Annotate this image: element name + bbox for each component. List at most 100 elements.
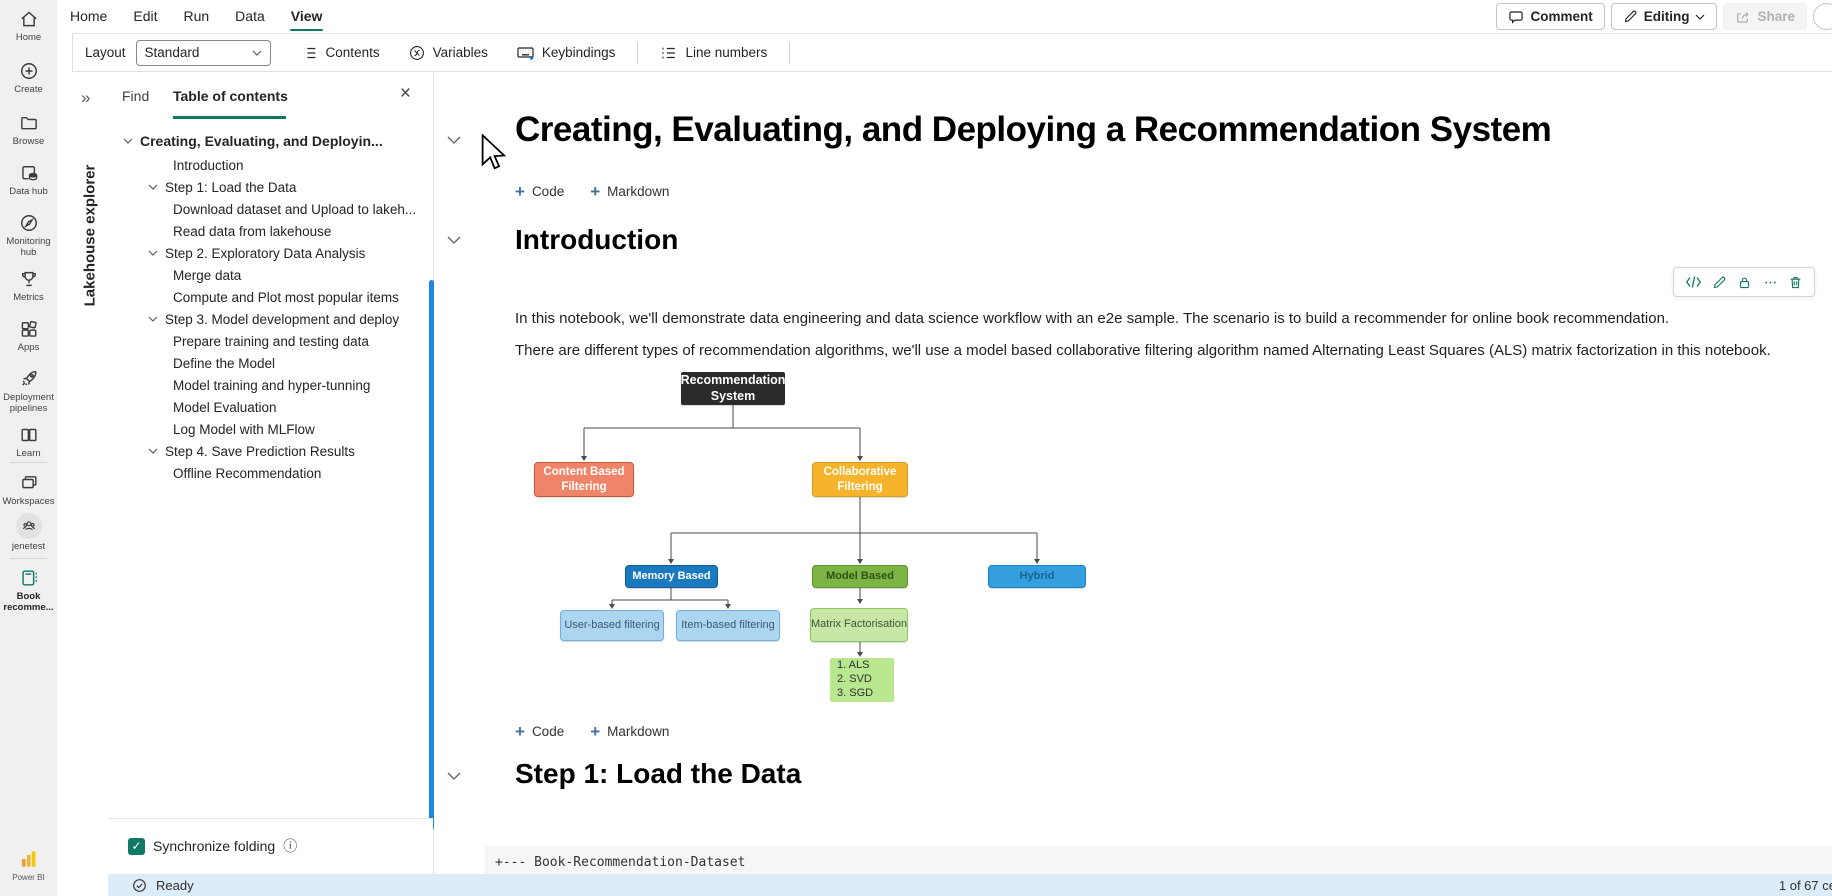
synchronize-folding-label: Synchronize folding (153, 838, 276, 854)
sidebar-item-home[interactable]: Home (0, 8, 57, 43)
sidebar-item-metrics[interactable]: Metrics (0, 268, 57, 303)
toc-item[interactable]: Introduction (173, 157, 244, 173)
line-numbers-toggle-button[interactable]: Line numbers (648, 38, 779, 68)
toc-footer: ✓ Synchronize folding ⓘ (108, 818, 433, 874)
add-code-button[interactable]: + Code (515, 722, 565, 741)
plus-icon: + (590, 722, 601, 741)
lakehouse-explorer-label: Lakehouse explorer (81, 164, 99, 307)
toc-item[interactable]: Define the Model (173, 355, 276, 371)
scrollbar-thumb[interactable] (429, 280, 434, 830)
keybindings-button[interactable]: Keybindings (504, 38, 628, 68)
edit-cell-icon[interactable] (1712, 275, 1727, 290)
chevron-down-icon (1695, 14, 1705, 20)
sidebar-item-create[interactable]: Create (0, 60, 57, 95)
chevron-down-icon[interactable] (148, 316, 158, 322)
toc-item[interactable]: Prepare training and testing data (173, 333, 369, 349)
line-numbers-icon (660, 44, 678, 62)
add-markdown-button[interactable]: + Markdown (590, 182, 670, 201)
toc-item[interactable]: Model training and hyper-tunning (173, 377, 371, 393)
comment-button[interactable]: Comment (1496, 3, 1605, 30)
notebook-icon (18, 567, 40, 589)
add-code-button[interactable]: + Code (515, 182, 565, 201)
toc-item[interactable]: Step 4. Save Prediction Results (108, 440, 433, 462)
contents-toggle-button[interactable]: Contents (289, 38, 392, 68)
toc-item[interactable]: Creating, Evaluating, and Deployin... (108, 130, 433, 152)
expand-panel-icon[interactable]: » (81, 88, 91, 107)
menu-data[interactable]: Data (235, 8, 265, 24)
sidebar-item-notebook-book-recommendation[interactable]: Book recomme... (0, 567, 57, 613)
toc-item[interactable]: Read data from lakehouse (173, 223, 332, 239)
tab-find[interactable]: Find (122, 88, 150, 104)
diagram-node-matrix-factorisation: Matrix Factorisation (810, 608, 908, 642)
lock-cell-icon[interactable] (1737, 275, 1752, 290)
sidebar-item-workspaces[interactable]: Workspaces (0, 472, 57, 507)
plus-icon: + (515, 182, 525, 201)
tab-table-of-contents[interactable]: Table of contents (173, 88, 288, 104)
pencil-icon (1623, 9, 1638, 24)
toc-item[interactable]: Step 3. Model development and deploy (108, 308, 433, 330)
editing-mode-button[interactable]: Editing (1610, 3, 1718, 30)
apps-icon (18, 318, 40, 340)
collapse-section-icon[interactable] (447, 772, 461, 780)
chevron-down-icon[interactable] (148, 448, 158, 454)
add-markdown-button[interactable]: + Markdown (590, 722, 670, 741)
sidebar-item-monitoring-hub[interactable]: Monitoring hub (0, 212, 57, 258)
toc-item[interactable]: Step 2. Exploratory Data Analysis (108, 242, 433, 264)
intro-heading: Introduction (515, 224, 679, 255)
info-icon: ⓘ (283, 838, 298, 854)
lakehouse-explorer-strip: » Lakehouse explorer (72, 72, 108, 874)
toc-item[interactable]: Download dataset and Upload to lakeh... (173, 201, 417, 217)
status-ready-label: Ready (156, 877, 194, 893)
sidebar-divider (10, 558, 47, 559)
variables-button[interactable]: Variables (396, 38, 500, 68)
share-button[interactable]: Share (1723, 3, 1807, 30)
convert-to-code-icon[interactable] (1685, 275, 1702, 289)
account-avatar[interactable] (1813, 3, 1832, 30)
more-options-icon[interactable] (1763, 275, 1778, 290)
notebook-title: Creating, Evaluating, and Deploying a Re… (515, 110, 1552, 149)
sidebar-item-browse[interactable]: Browse (0, 112, 57, 147)
status-bar: Ready 1 of 67 ce (108, 874, 1832, 896)
ready-check-icon (132, 878, 147, 893)
toc-item[interactable]: Model Evaluation (173, 399, 277, 415)
diagram-node-recommendation-system: Recommendation System (681, 372, 785, 405)
sidebar-item-learn[interactable]: Learn (0, 424, 57, 459)
menu-view[interactable]: View (278, 0, 336, 33)
chevron-down-icon[interactable] (148, 184, 158, 190)
sidebar-item-workspace-jenetest[interactable]: jenetest (0, 513, 57, 552)
menu-bar: Home Edit Run Data View Comment Editing … (57, 0, 1832, 33)
sidebar-item-apps[interactable]: Apps (0, 318, 57, 353)
menu-home[interactable]: Home (70, 8, 108, 24)
diagram-node-item-based-filtering: Item-based filtering (676, 610, 780, 641)
collapse-section-icon[interactable] (447, 136, 461, 144)
toc-item[interactable]: Offline Recommendation (173, 465, 322, 481)
layout-label: Layout (85, 45, 126, 60)
add-cell-row: + Code + Markdown (515, 182, 670, 201)
cell-toolbar (1673, 267, 1815, 297)
step1-heading: Step 1: Load the Data (515, 758, 802, 789)
toc-item[interactable]: Log Model with MLFlow (173, 421, 315, 437)
toc-item[interactable]: Step 1: Load the Data (108, 176, 433, 198)
layout-select[interactable]: Standard (135, 39, 271, 66)
chevron-down-icon[interactable] (123, 138, 133, 144)
toc-item[interactable]: Compute and Plot most popular items (173, 289, 399, 305)
collapse-section-icon[interactable] (447, 236, 461, 244)
workspace-avatar (15, 513, 42, 539)
cell-output: +--- Book-Recommendation-Dataset (485, 846, 1832, 874)
synchronize-folding-checkbox[interactable]: ✓ (128, 837, 145, 855)
close-icon[interactable]: × (399, 83, 411, 104)
plus-icon: + (515, 722, 525, 741)
diagram-connectors (581, 405, 1040, 657)
menu-run[interactable]: Run (183, 8, 210, 24)
plus-icon: + (590, 182, 601, 201)
toc-item[interactable]: Merge data (173, 267, 242, 283)
chevron-down-icon[interactable] (148, 250, 158, 256)
sidebar-divider (10, 462, 47, 463)
diagram-node-model-based: Model Based (812, 565, 908, 588)
menu-edit[interactable]: Edit (133, 8, 158, 24)
delete-cell-icon[interactable] (1788, 275, 1803, 290)
rocket-icon (18, 368, 40, 390)
sidebar-item-deployment-pipelines[interactable]: Deployment pipelines (0, 368, 57, 414)
sidebar-item-data-hub[interactable]: Data hub (0, 162, 57, 197)
variables-icon (408, 44, 426, 62)
